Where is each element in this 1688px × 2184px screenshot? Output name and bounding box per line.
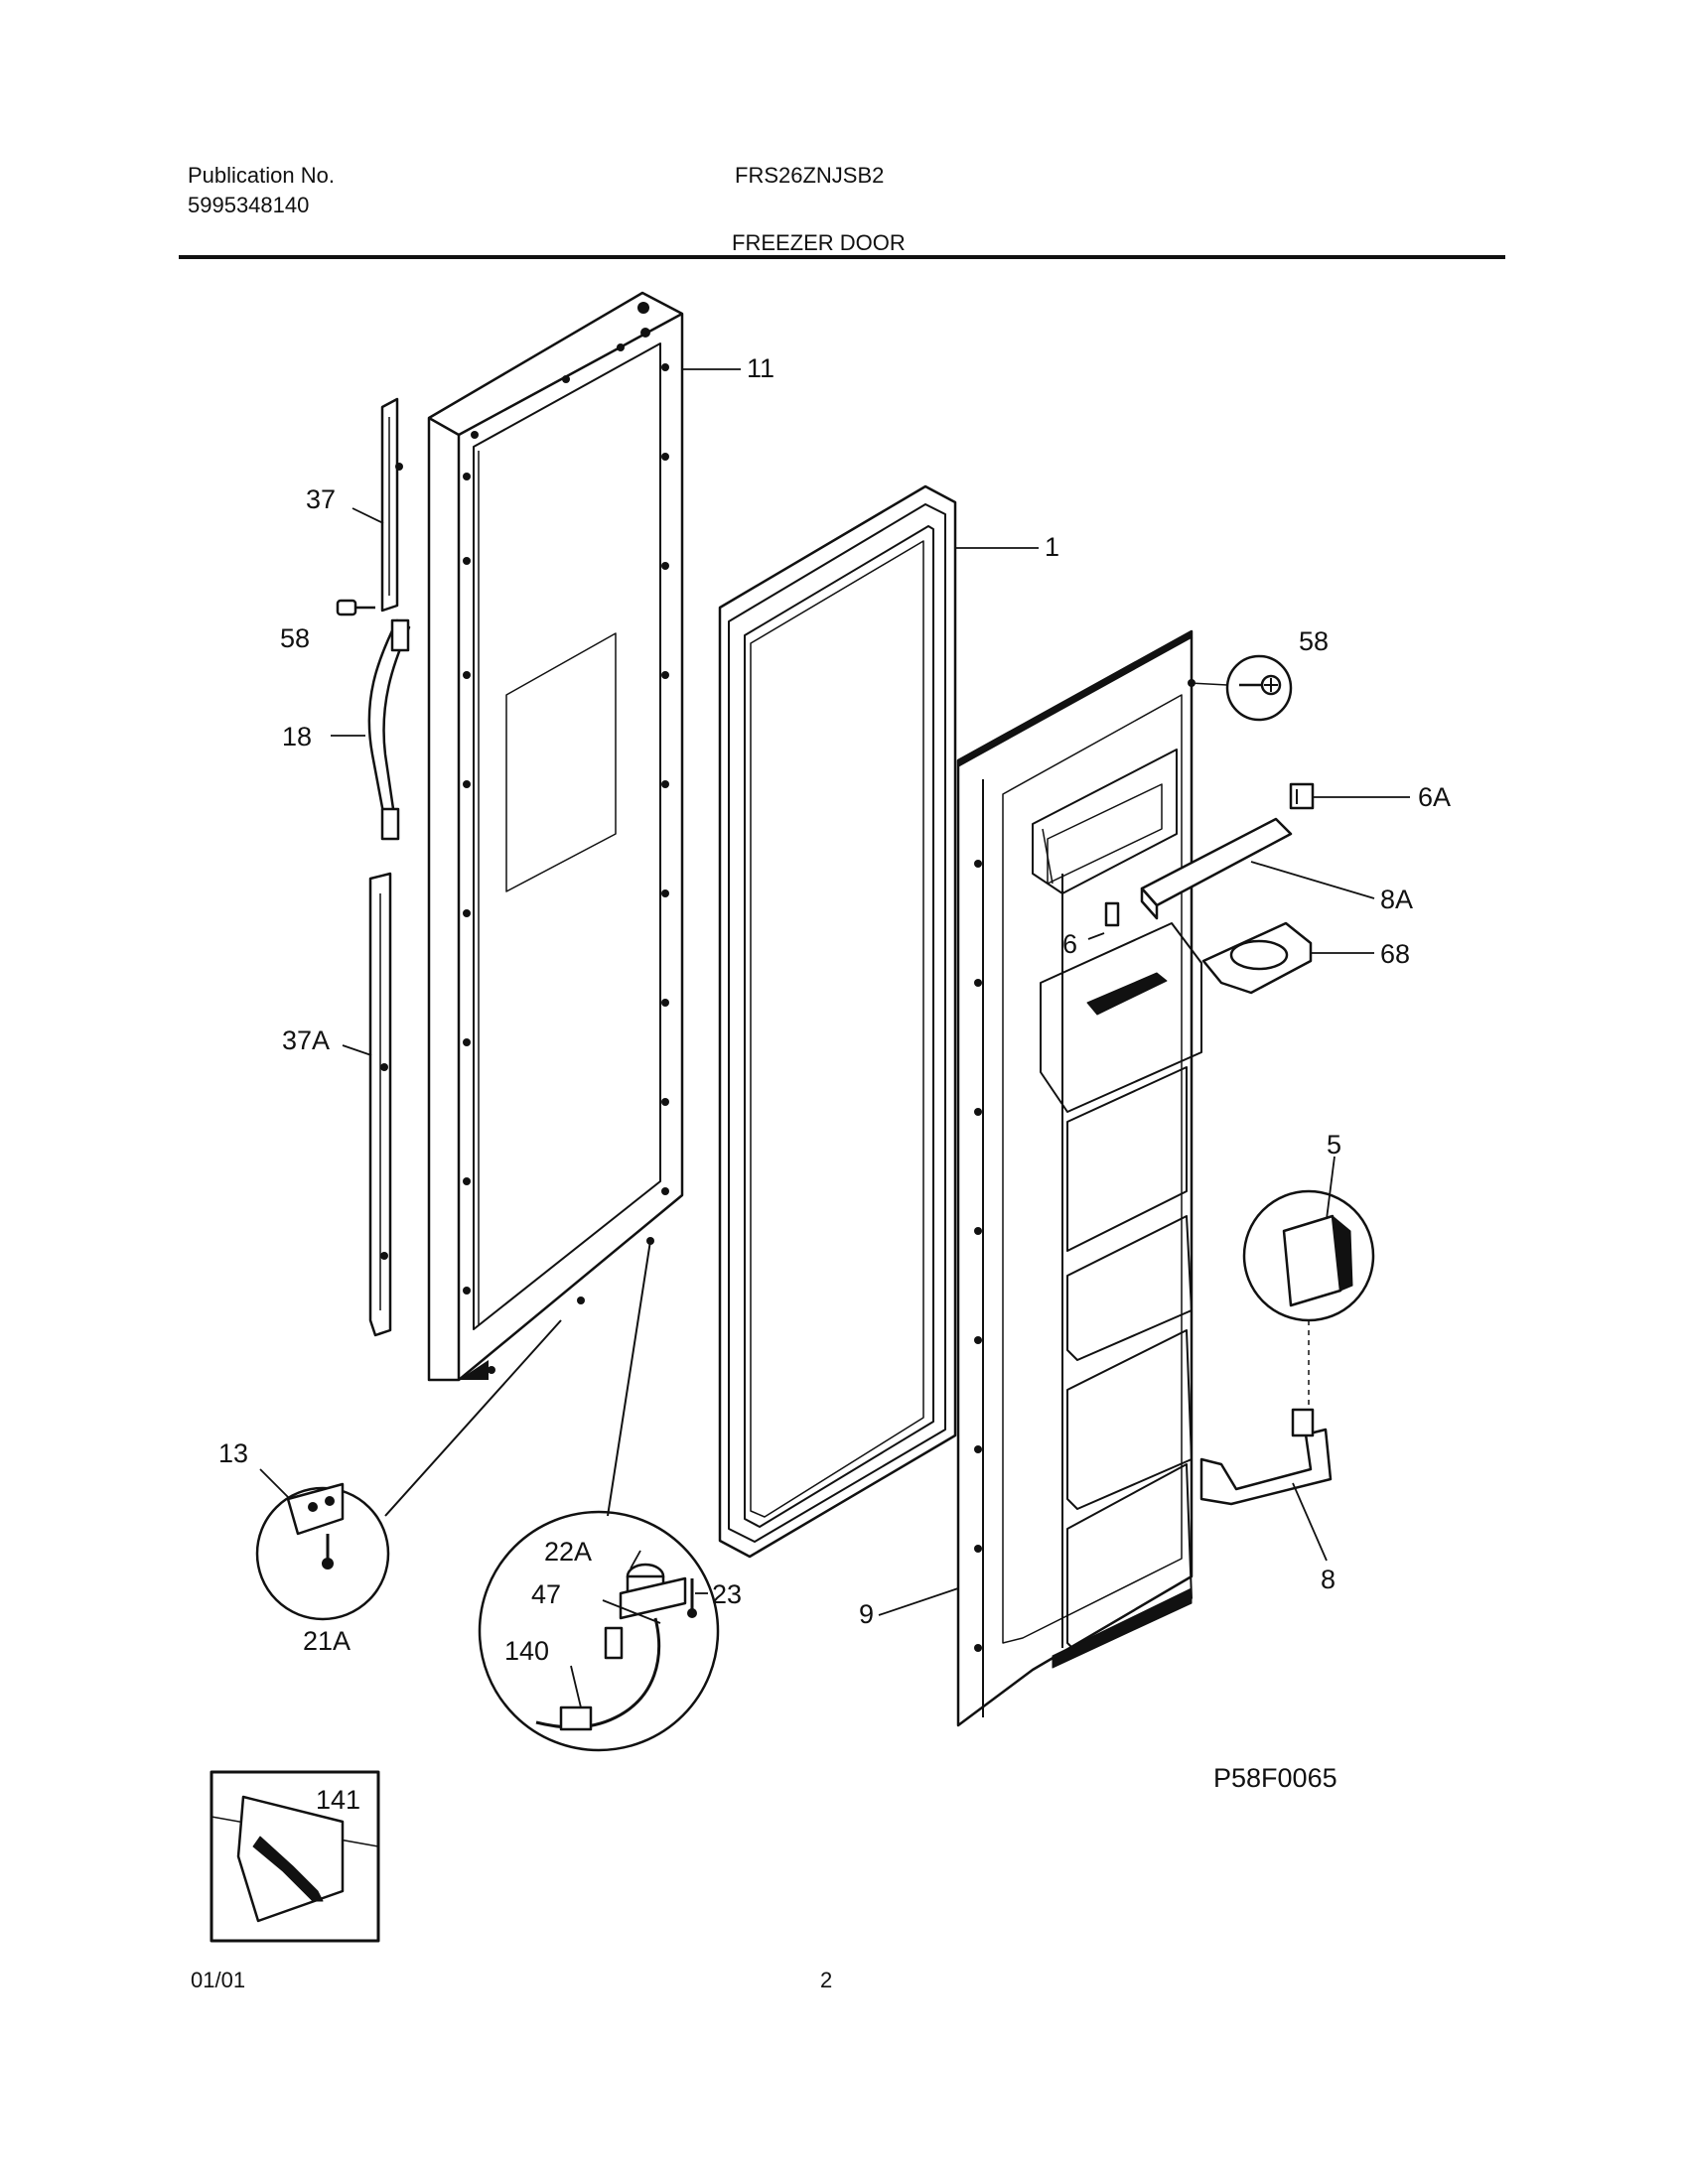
callout-21a: 21A <box>303 1626 351 1656</box>
callout-6a: 6A <box>1418 782 1451 812</box>
callout-58-right: 58 <box>1299 626 1329 656</box>
publication-label: Publication No. <box>188 163 335 188</box>
callout-141: 141 <box>316 1785 360 1815</box>
callout-22a: 22A <box>544 1537 592 1567</box>
callout-11: 11 <box>747 353 774 383</box>
screw-left-part <box>336 599 375 616</box>
callout-8a: 8A <box>1380 885 1413 914</box>
footer-date: 01/01 <box>191 1968 246 1992</box>
callout-9: 9 <box>859 1599 874 1629</box>
light-switch-detail <box>478 1240 720 1752</box>
hinge-cover-lower-part <box>368 872 392 1337</box>
section-title: FREEZER DOOR <box>732 230 906 255</box>
callout-47: 47 <box>531 1579 561 1609</box>
footer-page-number: 2 <box>820 1968 833 1992</box>
clip-detail <box>1242 1189 1375 1410</box>
callout-18: 18 <box>282 722 312 751</box>
callout-140: 140 <box>504 1636 549 1666</box>
door-handle-part <box>367 618 411 841</box>
callout-8: 8 <box>1321 1565 1336 1594</box>
callout-68: 68 <box>1380 939 1410 969</box>
leader-lines <box>259 368 1410 1708</box>
callout-23: 23 <box>712 1579 742 1609</box>
bracket-part <box>1199 1408 1333 1506</box>
hinge-cover-upper-part <box>380 397 403 613</box>
callout-37a: 37A <box>282 1025 330 1055</box>
inset-141-box <box>210 1770 380 1943</box>
callout-6: 6 <box>1062 929 1077 959</box>
screw-right-part <box>1189 654 1293 722</box>
door-liner-part <box>956 629 1202 1727</box>
model-number: FRS26ZNJSB2 <box>735 163 885 188</box>
callout-37: 37 <box>306 484 336 514</box>
callout-5: 5 <box>1327 1130 1341 1160</box>
actuator-pad-part <box>1201 921 1313 995</box>
publication-number: 5995348140 <box>188 193 310 217</box>
clip-6a-part <box>1289 782 1315 810</box>
door-panel-part <box>427 291 684 1382</box>
diagram-code: P58F0065 <box>1213 1763 1337 1793</box>
callout-13: 13 <box>218 1438 248 1468</box>
gasket-part <box>718 484 957 1559</box>
rail-part <box>1140 817 1293 920</box>
header-rule <box>179 255 1505 259</box>
small-clip-part <box>1104 901 1120 927</box>
callout-58-left: 58 <box>280 623 310 653</box>
hinge-bracket-detail <box>255 1319 562 1621</box>
callout-1: 1 <box>1045 532 1059 562</box>
